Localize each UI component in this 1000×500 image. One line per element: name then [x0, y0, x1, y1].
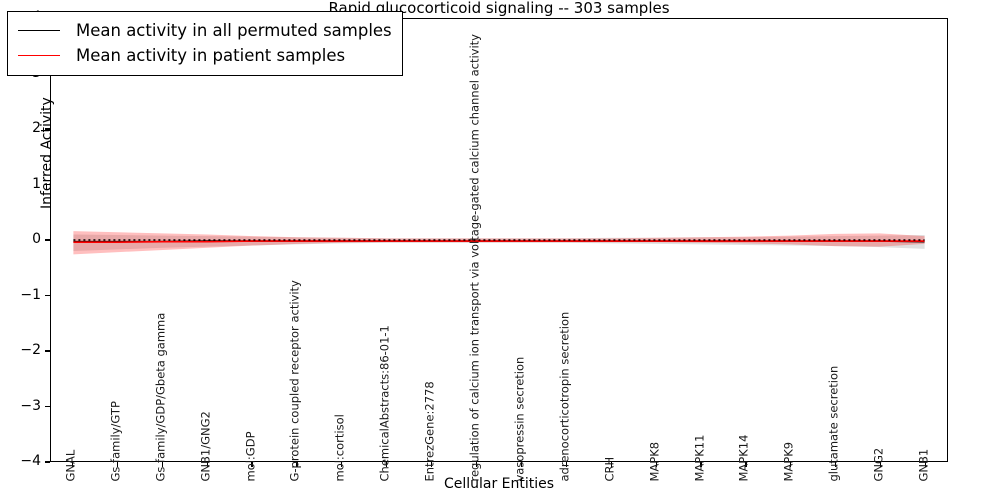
y-axis-tick [45, 350, 50, 352]
x-axis-tick-label: regulation of calcium ion transport via … [467, 34, 482, 482]
x-axis-tick-label: glutamate secretion [826, 365, 841, 482]
series-line-1 [73, 241, 924, 242]
y-axis-label: Inferred Activity [39, 97, 55, 209]
x-axis-tick [880, 462, 882, 467]
x-axis-tick [655, 462, 657, 467]
plot-canvas [51, 231, 947, 255]
plot-axes: Inferred Activity [39, 18, 948, 462]
y-axis-tick [45, 239, 50, 241]
x-axis-tick [386, 462, 388, 467]
y-axis-tick [45, 128, 50, 130]
x-axis-tick [341, 462, 343, 467]
x-axis-tick [520, 462, 523, 467]
x-axis-label: Cellular Entities [443, 476, 555, 492]
legend-swatch-permuted [18, 30, 60, 31]
chart-title: Rapid glucocorticoid signaling -- 303 sa… [328, 0, 670, 17]
x-axis-tick-label: ChemicalAbstracts:86-01-1 [377, 325, 392, 482]
x-axis-tick [431, 462, 433, 467]
legend-label-permuted: Mean activity in all permuted samples [76, 21, 392, 40]
x-axis-tick-label: Gs family/GDP/Gbeta gamma [153, 312, 168, 482]
x-axis-tick-label: Gs family/GTP [108, 401, 123, 482]
y-axis-tick [45, 405, 50, 408]
confidence-band-0 [73, 234, 925, 252]
x-axis-tick [251, 462, 253, 467]
confidence-band-1 [73, 231, 925, 255]
y-axis-tick-label: 1 [32, 175, 41, 192]
x-axis-tick [71, 462, 74, 467]
x-axis-tick-label: mol:cortisol [332, 414, 347, 482]
x-axis-tick [206, 462, 208, 467]
legend-item-permuted: Mean activity in all permuted samples [18, 18, 392, 43]
y-axis-tick-label: 2 [32, 120, 41, 136]
y-axis-tick-label: 0 [32, 231, 41, 247]
x-axis-tick-label: mol:GDP [243, 431, 258, 482]
x-axis-tick-label: vasopressin secretion [512, 356, 527, 482]
x-axis-tick-label: EntrezGene:2778 [422, 381, 437, 482]
y-axis-tick-label: −4 [20, 453, 41, 469]
y-axis-tick-label: −2 [20, 342, 41, 358]
y-axis-tick-label: −1 [20, 286, 41, 303]
x-axis-tick [161, 462, 163, 467]
x-axis-tick-label: MAPK14 [736, 434, 751, 482]
y-axis-tick-label: −3 [20, 397, 41, 414]
x-axis-tick [116, 462, 118, 467]
x-axis-tick-label: MAPK11 [692, 434, 707, 482]
legend: Mean activity in all permuted samples Me… [7, 11, 403, 76]
x-axis-tick [700, 462, 702, 467]
x-axis-tick [475, 462, 478, 467]
y-axis-tick [45, 183, 50, 186]
legend-item-patient: Mean activity in patient samples [18, 43, 392, 68]
x-axis-tick [790, 462, 792, 467]
x-axis-tick-label: adrenocorticotropin secretion [557, 311, 572, 482]
x-axis-tick [924, 462, 927, 467]
legend-label-patient: Mean activity in patient samples [76, 46, 346, 65]
x-axis-tick [610, 462, 612, 467]
x-axis-tick [835, 462, 837, 467]
x-axis-tick-label: G-protein coupled receptor activity [287, 280, 302, 482]
y-axis-tick [45, 294, 50, 297]
legend-swatch-patient [18, 55, 60, 56]
x-axis-tick [565, 462, 567, 467]
x-axis-tick-label: GNB1/GNG2 [198, 411, 213, 482]
y-axis-tick [45, 461, 50, 463]
x-axis-tick [745, 462, 747, 467]
x-axis-tick [296, 462, 298, 467]
